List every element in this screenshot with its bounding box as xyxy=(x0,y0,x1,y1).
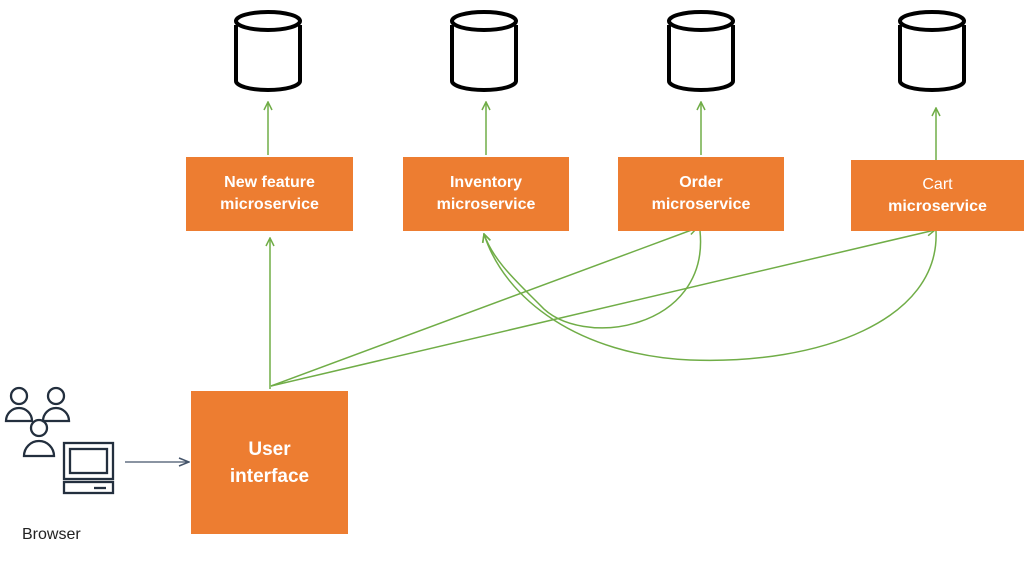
order-label: Order xyxy=(679,174,723,191)
new-feature-sublabel: microservice xyxy=(220,196,319,213)
user-interface-box: User interface xyxy=(191,391,348,534)
database-icon xyxy=(898,10,966,92)
order-microservice-box: Order microservice xyxy=(618,157,784,231)
arrow-ui-to-cart xyxy=(270,230,935,387)
user-interface-sublabel: interface xyxy=(229,465,310,487)
database-icon xyxy=(667,10,735,92)
cart-microservice-box: Cart microservice xyxy=(851,160,1024,231)
database-icon xyxy=(450,10,518,92)
arrow-cart-to-inventory xyxy=(484,230,937,362)
new-feature-label: New feature xyxy=(224,174,315,191)
cart-sublabel: microservice xyxy=(888,197,987,215)
user-interface-label: User xyxy=(248,438,291,460)
inventory-sublabel: microservice xyxy=(436,196,536,213)
laptop-icon xyxy=(62,441,115,495)
inventory-microservice-box: Inventory microservice xyxy=(403,157,569,231)
users-icon xyxy=(4,386,71,458)
new-feature-microservice-box: New feature microservice xyxy=(186,157,353,231)
browser-label: Browser xyxy=(22,526,81,543)
arrow-order-to-inventory xyxy=(484,230,702,329)
database-icon xyxy=(234,10,302,92)
inventory-label: Inventory xyxy=(449,174,522,191)
order-sublabel: microservice xyxy=(651,196,751,213)
cart-label: Cart xyxy=(922,175,953,193)
arrow-ui-to-order xyxy=(270,228,697,387)
